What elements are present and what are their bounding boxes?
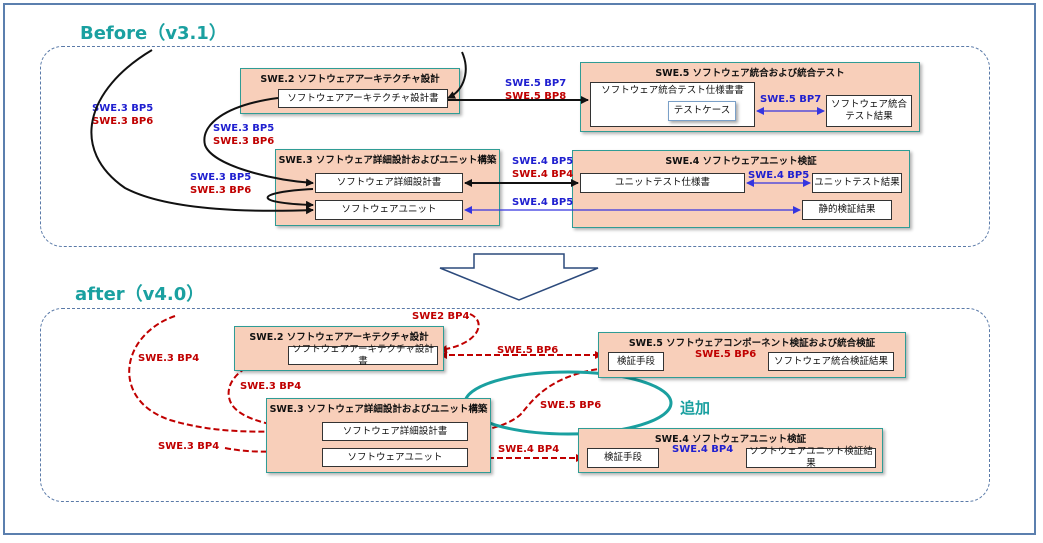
- before-conn-doc-to-unit: [266, 188, 314, 209]
- before-swe4-static: 静的検証結果: [802, 200, 892, 220]
- after-swe2-doc: ソフトウェアアーキテクチャ設計書: [288, 344, 438, 367]
- before-swe5-result: ソフトウェア統合 テスト結果: [826, 95, 912, 127]
- before-label-swe5bp8: SWE.5 BP8: [505, 91, 567, 102]
- after-group: [40, 308, 990, 502]
- before-label-swe3bp5-mid: SWE.3 BP5: [213, 123, 275, 134]
- before-conn-swe2-to-unit: [90, 49, 314, 215]
- before-swe4-spec: ユニットテスト仕様書: [580, 173, 745, 193]
- after-swe3-doc: ソフトウェア詳細設計書: [322, 422, 468, 441]
- outer-frame: [3, 3, 1036, 535]
- added-label: 追加: [680, 399, 711, 417]
- after-label-swe4bp4-right: SWE.4 BP4: [672, 444, 734, 455]
- before-label-swe5bp7: SWE.5 BP7: [505, 78, 567, 89]
- before-label-swe3bp6-left: SWE.3 BP6: [92, 116, 154, 127]
- after-conn-swe5means-swe3doc: [469, 367, 607, 436]
- before-label-swe4bp4: SWE.4 BP4: [512, 169, 574, 180]
- after-swe5-result: ソフトウェア統合検証結果: [768, 352, 894, 371]
- before-label-swe3bp6-low: SWE.3 BP6: [190, 185, 252, 196]
- after-label-swe5bp6-right: SWE.5 BP6: [695, 349, 757, 360]
- after-label-swe5bp6-mid: SWE.5 BP6: [540, 400, 602, 411]
- before-label-swe3bp5-low: SWE.3 BP5: [190, 172, 252, 183]
- before-conn-swe2-top-to-doc: [447, 51, 467, 99]
- before-label-swe3bp5-left: SWE.3 BP5: [92, 103, 154, 114]
- before-swe4-result: ユニットテスト結果: [812, 173, 902, 193]
- transition-arrow: [439, 253, 599, 301]
- before-title: Before（v3.1）: [80, 23, 227, 44]
- before-swe2-title: SWE.2 ソフトウェアアーキテクチャ設計: [260, 74, 440, 85]
- after-label-swe3bp4-low: SWE.3 BP4: [158, 441, 220, 452]
- after-swe5-means: 検証手段: [608, 352, 664, 371]
- before-swe3-unit: ソフトウェアユニット: [315, 200, 463, 220]
- before-swe3-title: SWE.3 ソフトウェア詳細設計およびユニット構築: [278, 155, 497, 166]
- after-swe5-title: SWE.5 ソフトウェアコンポーネント検証および統合検証: [628, 338, 876, 349]
- after-label-swe4bp4-mid: SWE.4 BP4: [498, 444, 560, 455]
- after-swe3-title: SWE.3 ソフトウェア詳細設計およびユニット構築: [269, 404, 488, 415]
- before-group: [40, 46, 990, 247]
- before-conn-swe2-to-swe3doc: [203, 97, 314, 187]
- before-swe5-title: SWE.5 ソフトウェア統合および統合テスト: [655, 68, 845, 79]
- after-label-swe2bp4: SWE2 BP4: [412, 311, 470, 322]
- after-swe3-unit: ソフトウェアユニット: [322, 448, 468, 467]
- before-label-swe4bp5-a: SWE.4 BP5: [512, 156, 574, 167]
- before-label-swe3bp6-mid: SWE.3 BP6: [213, 136, 275, 147]
- before-label-swe4bp5-right: SWE.4 BP5: [748, 170, 810, 181]
- after-label-swe3bp4-left: SWE.3 BP4: [138, 353, 200, 364]
- after-swe4-means: 検証手段: [587, 448, 659, 468]
- after-swe2-title: SWE.2 ソフトウェアアーキテクチャ設計: [249, 332, 429, 343]
- after-label-swe5bp6-top: SWE.5 BP6: [497, 345, 559, 356]
- after-swe4-result: ソフトウェアユニット検証結果: [746, 446, 876, 469]
- after-swe4-title: SWE.4 ソフトウェアユニット検証: [654, 434, 807, 445]
- before-label-swe5bp7-right: SWE.5 BP7: [760, 94, 822, 105]
- before-label-swe4bp5-b: SWE.4 BP5: [512, 197, 574, 208]
- before-swe3-doc: ソフトウェア詳細設計書: [315, 173, 463, 193]
- before-swe5-testcase: テストケース: [668, 101, 736, 121]
- after-label-swe3bp4-mid: SWE.3 BP4: [240, 381, 302, 392]
- after-title: after（v4.0）: [75, 284, 205, 305]
- after-conn-swe2bp4: [439, 313, 480, 354]
- before-swe4-title: SWE.4 ソフトウェアユニット検証: [665, 156, 817, 167]
